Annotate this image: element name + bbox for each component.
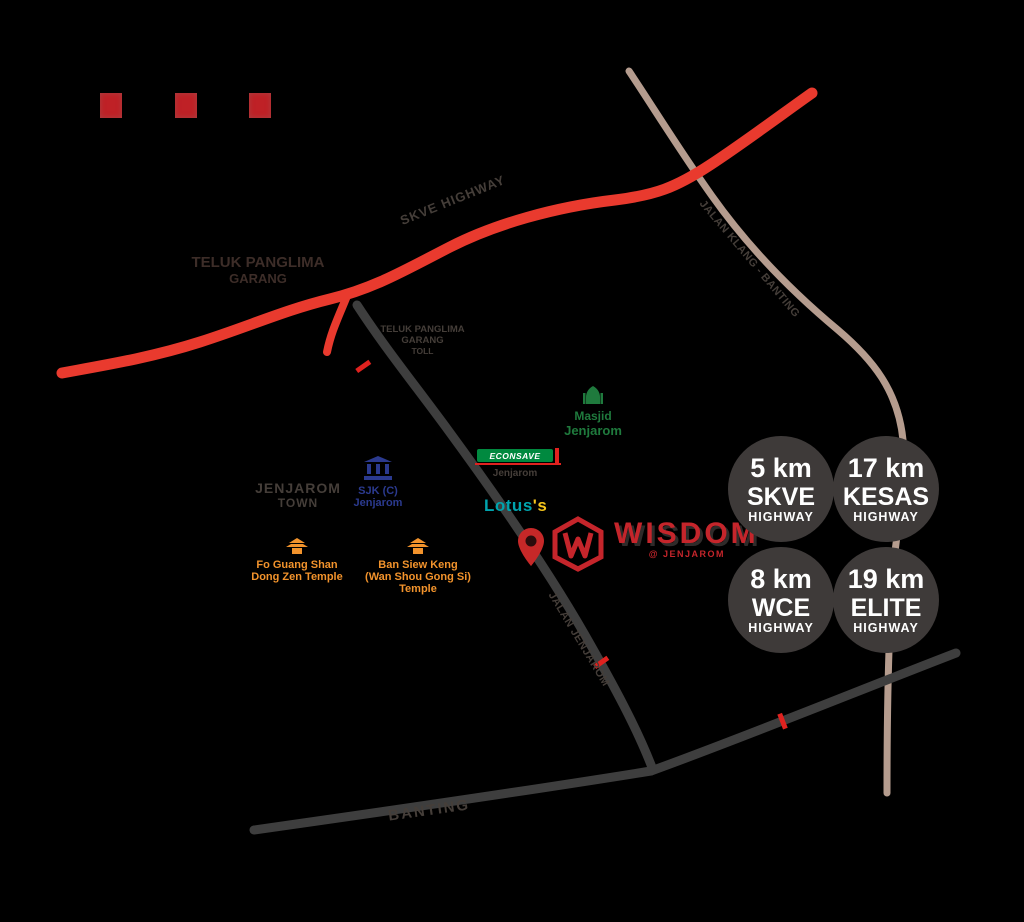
- badge-highway-type: HIGHWAY: [853, 621, 919, 636]
- econsave-brand-text: ECONSAVE: [489, 450, 541, 461]
- junction-marker-icon: [593, 655, 610, 670]
- teluk-panglima-garang-label: TELUK PANGLIMA GARANG: [173, 254, 343, 286]
- legend-swatch-3: [249, 93, 271, 118]
- fgs-temple-line2: Dong Zen Temple: [251, 571, 343, 583]
- mosque-poi: Masjid Jenjarom: [553, 386, 633, 438]
- skve-expressway: [56, 87, 818, 379]
- badge-distance: 17 km: [847, 452, 925, 483]
- legend-swatch-1: [100, 93, 122, 118]
- badge-highway-name: WCE: [751, 594, 811, 623]
- badge-distance: 5 km: [750, 452, 812, 483]
- skve-ramp: [323, 292, 351, 356]
- legend-swatch-2: [175, 93, 197, 118]
- wisdom-logo-mark: [552, 516, 604, 572]
- badge-highway-name: SKVE: [746, 483, 816, 512]
- mosque-label-line2: Jenjarom: [564, 423, 622, 438]
- jenjarom-town-line2: TOWN: [277, 496, 319, 510]
- lotus-logo: Lotus's: [484, 496, 547, 516]
- econsave-sub-label: Jenjarom: [492, 468, 538, 479]
- temple-icon: [407, 538, 429, 554]
- econsave-poi: ECONSAVE Jenjarom: [475, 448, 561, 479]
- toll-label-line3: TOLL: [411, 346, 434, 356]
- distance-badge-wce: 8 km WCE HIGHWAY: [728, 547, 834, 653]
- econsave-logo: ECONSAVE: [475, 448, 561, 465]
- bsk-temple-poi: Ban Siew Keng (Wan Shou Gong Si) Temple: [357, 538, 479, 595]
- mosque-label-line1: Masjid: [574, 409, 612, 423]
- school-label-line2: Jenjarom: [353, 497, 403, 509]
- badge-highway-name: KESAS: [842, 483, 930, 512]
- project-tagline: @ JENJAROM: [648, 549, 725, 559]
- banting-road-west: [249, 766, 656, 835]
- fgs-temple-poi: Fo Guang Shan Dong Zen Temple: [237, 538, 357, 583]
- fgs-temple-line1: Fo Guang Shan: [256, 559, 338, 571]
- distance-badge-kesas: 17 km KESAS HIGHWAY: [833, 436, 939, 542]
- project-name: WISDOM: [614, 517, 759, 550]
- toll-label: TELUK PANGLIMA GARANG TOLL: [365, 324, 480, 356]
- badge-highway-type: HIGHWAY: [748, 510, 814, 525]
- toll-label-line2: GARANG: [401, 335, 444, 346]
- bsk-temple-line2: (Wan Shou Gong Si): [365, 571, 471, 583]
- school-poi: SJK (C) Jenjarom: [338, 456, 418, 509]
- banting-road-east: [646, 648, 961, 776]
- jenjarom-town-label: JENJAROM TOWN: [238, 480, 358, 510]
- town-label-line1: TELUK PANGLIMA: [191, 254, 325, 271]
- badge-highway-name: ELITE: [850, 594, 922, 623]
- town-label-line2: GARANG: [229, 271, 287, 286]
- badge-highway-type: HIGHWAY: [853, 510, 919, 525]
- junction-marker-icon: [355, 359, 372, 374]
- badge-highway-type: HIGHWAY: [748, 621, 814, 636]
- lotus-brand-suffix: 's: [532, 496, 548, 515]
- distance-badge-skve: 5 km SKVE HIGHWAY: [728, 436, 834, 542]
- bsk-temple-line3: Temple: [399, 583, 437, 595]
- location-pin-icon: [518, 528, 544, 566]
- junction-marker-icon: [777, 712, 788, 730]
- temple-icon: [286, 538, 308, 554]
- badge-distance: 19 km: [847, 563, 925, 594]
- econsave-accent: [555, 448, 559, 463]
- lotus-brand-text: Lotus: [484, 496, 533, 515]
- school-icon: [364, 456, 392, 480]
- bsk-temple-line1: Ban Siew Keng: [378, 559, 458, 571]
- toll-label-line1: TELUK PANGLIMA: [380, 324, 465, 335]
- badge-distance: 8 km: [750, 563, 812, 594]
- distance-badge-elite: 19 km ELITE HIGHWAY: [833, 547, 939, 653]
- econsave-underline: [475, 463, 561, 465]
- school-label-line1: SJK (C): [358, 485, 398, 497]
- jenjarom-road: [352, 300, 658, 775]
- mosque-icon: [583, 386, 603, 404]
- jenjarom-town-line1: JENJAROM: [255, 480, 341, 496]
